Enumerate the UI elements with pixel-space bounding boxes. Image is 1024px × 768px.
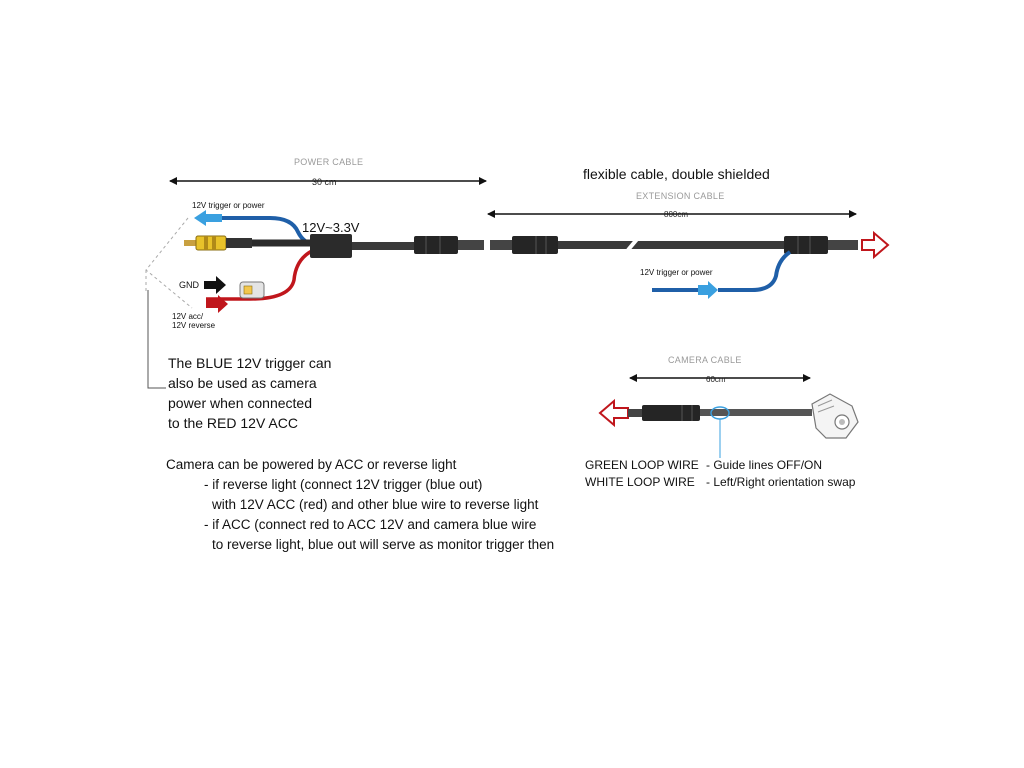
gnd-label: GND (179, 280, 199, 290)
extension-connector-left (512, 236, 558, 254)
power-cable-title: POWER CABLE (294, 157, 364, 167)
blue-note-line: also be used as camera (168, 375, 317, 391)
camera-icon (811, 393, 859, 439)
power-cable-connector (414, 236, 458, 254)
splitter-block (310, 234, 352, 258)
power-note-line: - if ACC (connect red to ACC 12V and cam… (204, 517, 537, 532)
red-arrow-icon (206, 295, 228, 313)
red-acc-wire (206, 248, 315, 301)
camera-cable (700, 409, 812, 416)
blue-note-line: power when connected (168, 395, 312, 411)
power-note-line: - if reverse light (connect 12V trigger … (204, 477, 483, 492)
camera-outline-left-arrow-icon (598, 398, 629, 428)
power-note-line: to reverse light, blue out will serve as… (212, 537, 555, 552)
extension-cable-note: flexible cable, double shielded (583, 166, 770, 182)
voltage-label: 12V~3.3V (302, 220, 360, 235)
power-note-line: with 12V ACC (red) and other blue wire t… (212, 497, 539, 512)
blue-note: The BLUE 12V trigger can also be used as… (168, 353, 331, 433)
acc-label-line2: 12V reverse (172, 321, 216, 330)
blue-note-line: to the RED 12V ACC (168, 415, 298, 431)
extension-cable (558, 241, 784, 249)
blue-left-arrow-icon (194, 210, 222, 226)
green-loop-wire-label: GREEN LOOP WIRE (585, 458, 699, 472)
extension-cable-length: 800cm (664, 210, 689, 219)
power-note: Camera can be powered by ACC or reverse … (166, 455, 554, 555)
gnd-arrow-icon (204, 276, 226, 294)
blue-note-line: The BLUE 12V trigger can (168, 355, 332, 371)
outline-right-arrow-icon (861, 230, 890, 260)
note-bracket-line (147, 290, 166, 389)
dashed-bracket (145, 217, 193, 309)
camera-cable-title: CAMERA CABLE (668, 355, 742, 365)
rca-connector-icon (184, 235, 252, 251)
acc-label-line1: 12V acc/ (172, 312, 204, 321)
white-loop-wire-label: WHITE LOOP WIRE (585, 475, 695, 489)
power-cable-length: 30 cm (312, 177, 337, 187)
power-note-line: Camera can be powered by ACC or reverse … (166, 457, 457, 472)
trigger-label: 12V trigger or power (192, 201, 265, 210)
cable-break-mark (626, 236, 640, 252)
extension-connector-right (784, 236, 828, 254)
extension-cable-title: EXTENSION CABLE (636, 191, 725, 201)
blue-right-arrow-icon (698, 281, 718, 299)
green-loop-wire-function: - Guide lines OFF/ON (706, 458, 823, 472)
camera-cable-connector (642, 405, 700, 421)
camera-cable-length: 60cm (706, 375, 726, 384)
white-loop-wire-function: - Left/Right orientation swap (706, 475, 856, 489)
extension-trigger-label: 12V trigger or power (640, 268, 713, 277)
extension-blue-wire (718, 250, 792, 292)
